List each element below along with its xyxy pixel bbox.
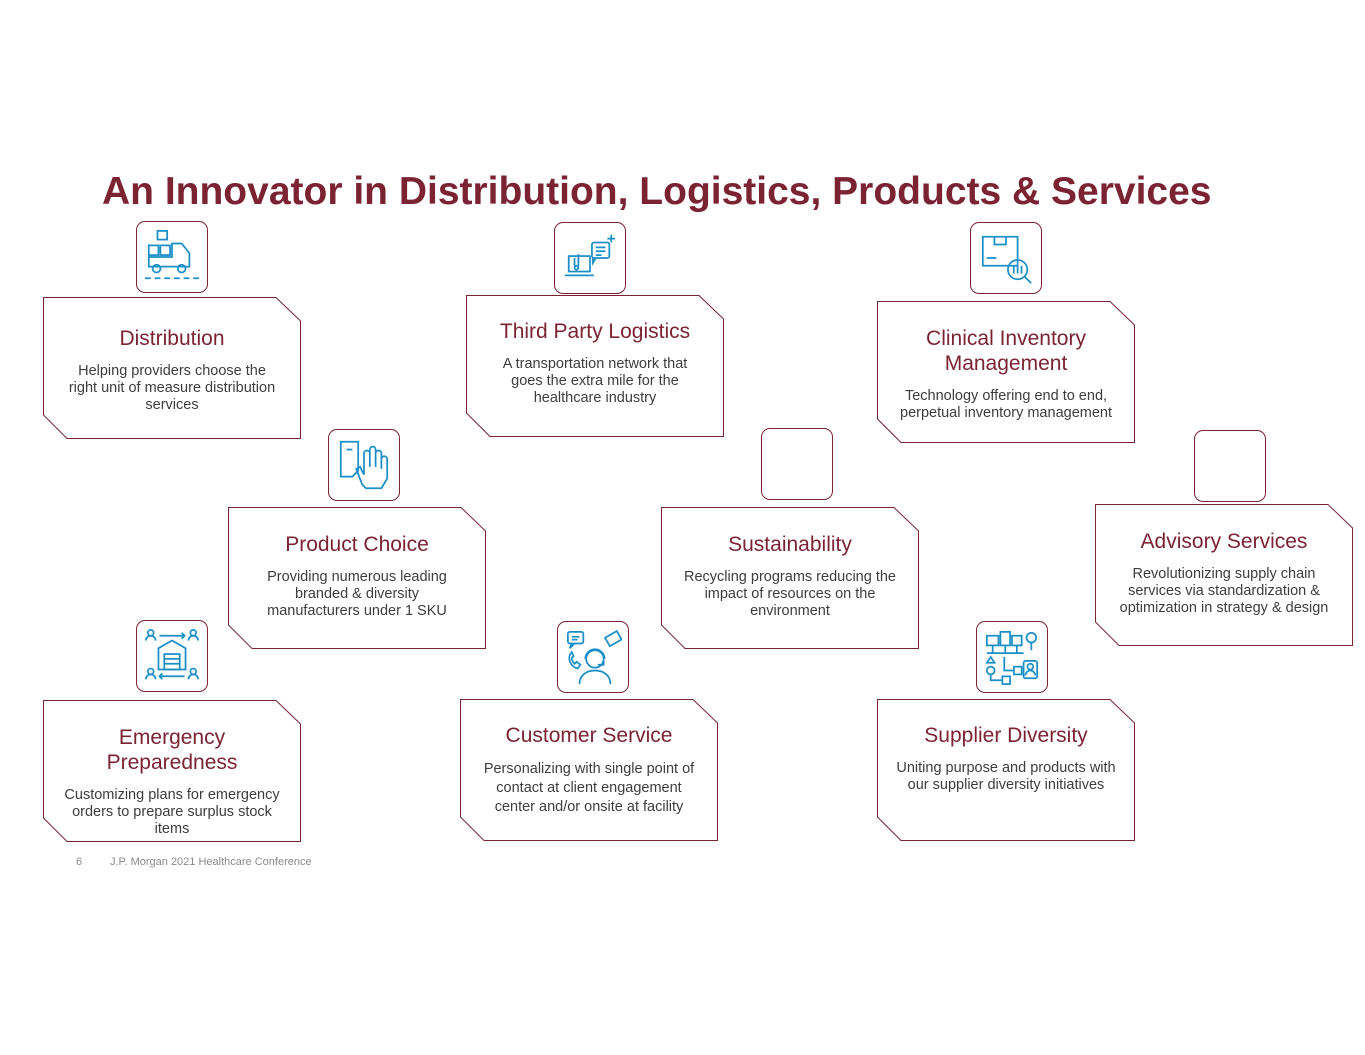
card-description: Technology offering end to end, perpetua… [900,388,1112,421]
card-frame [466,295,724,437]
card-clinical-inventory-management: Clinical Inventory Management Technology… [877,301,1135,443]
sustainability-icon-box [761,428,833,500]
card-advisory-services: Advisory Services Revolutionizing supply… [1095,504,1353,646]
card-title: Advisory Services [1140,530,1308,553]
card-description: Providing numerous leading branded & div… [267,569,447,619]
card-frame [661,507,919,649]
card-description: Helping providers choose the right unit … [68,363,276,413]
laptop-chat-icon [564,234,616,277]
card-frame [43,700,301,842]
card-frame [228,507,486,649]
delivery-truck-icon [144,230,200,280]
card-description: Customizing plans for emergency orders t… [64,787,280,837]
third-party-logistics-icon-box [554,222,626,294]
card-distribution: Distribution Helping providers choose th… [43,297,301,439]
card-frame [877,699,1135,841]
page-title: An Innovator in Distribution, Logistics,… [102,170,1212,213]
card-third-party-logistics: Third Party Logistics A transportation n… [466,295,724,437]
page-number: 6 [76,856,83,868]
card-description: Revolutionizing supply chain services vi… [1119,566,1329,616]
card-description: Recycling programs reducing the impact o… [684,569,896,619]
card-frame [1095,504,1353,646]
card-frame [43,297,301,439]
card-sustainability: Sustainability Recycling programs reduci… [661,507,919,649]
card-description: Uniting purpose and products with our su… [896,760,1116,793]
card-frame [877,301,1135,443]
card-title: Distribution [119,327,225,350]
card-frame [460,699,718,841]
footer-text: J.P. Morgan 2021 Healthcare Conference [110,856,312,868]
card-title: Supplier Diversity [924,724,1088,747]
card-title: Customer Service [505,724,673,747]
card-title: Sustainability [728,533,852,556]
card-title: Clinical Inventory Management [926,327,1086,375]
emergency-preparedness-icon-box [136,620,208,692]
supplier-diversity-icon-box [976,621,1048,693]
card-description: Personalizing with single point of conta… [483,761,695,815]
distribution-icon-box [136,221,208,293]
card-title: Emergency Preparedness [106,726,238,774]
clinical-inventory-icon-box [970,222,1042,294]
advisory-services-icon-box [1194,430,1266,502]
gloved-hand-icon [339,440,389,490]
card-customer-service: Customer Service Personalizing with sing… [460,699,718,841]
card-supplier-diversity: Supplier Diversity Uniting purpose and p… [877,699,1135,841]
warehouse-network-icon [145,629,199,680]
card-title: Product Choice [285,533,429,556]
supplier-network-icon [985,630,1039,685]
card-title: Third Party Logistics [499,320,691,343]
headset-agent-icon [566,629,622,685]
inventory-search-icon [981,235,1032,284]
customer-service-icon-box [557,621,629,693]
card-product-choice: Product Choice Providing numerous leadin… [228,507,486,649]
card-description: A transportation network that goes the e… [502,356,688,406]
product-choice-icon-box [328,429,400,501]
card-emergency-preparedness: Emergency Preparedness Customizing plans… [43,700,301,842]
